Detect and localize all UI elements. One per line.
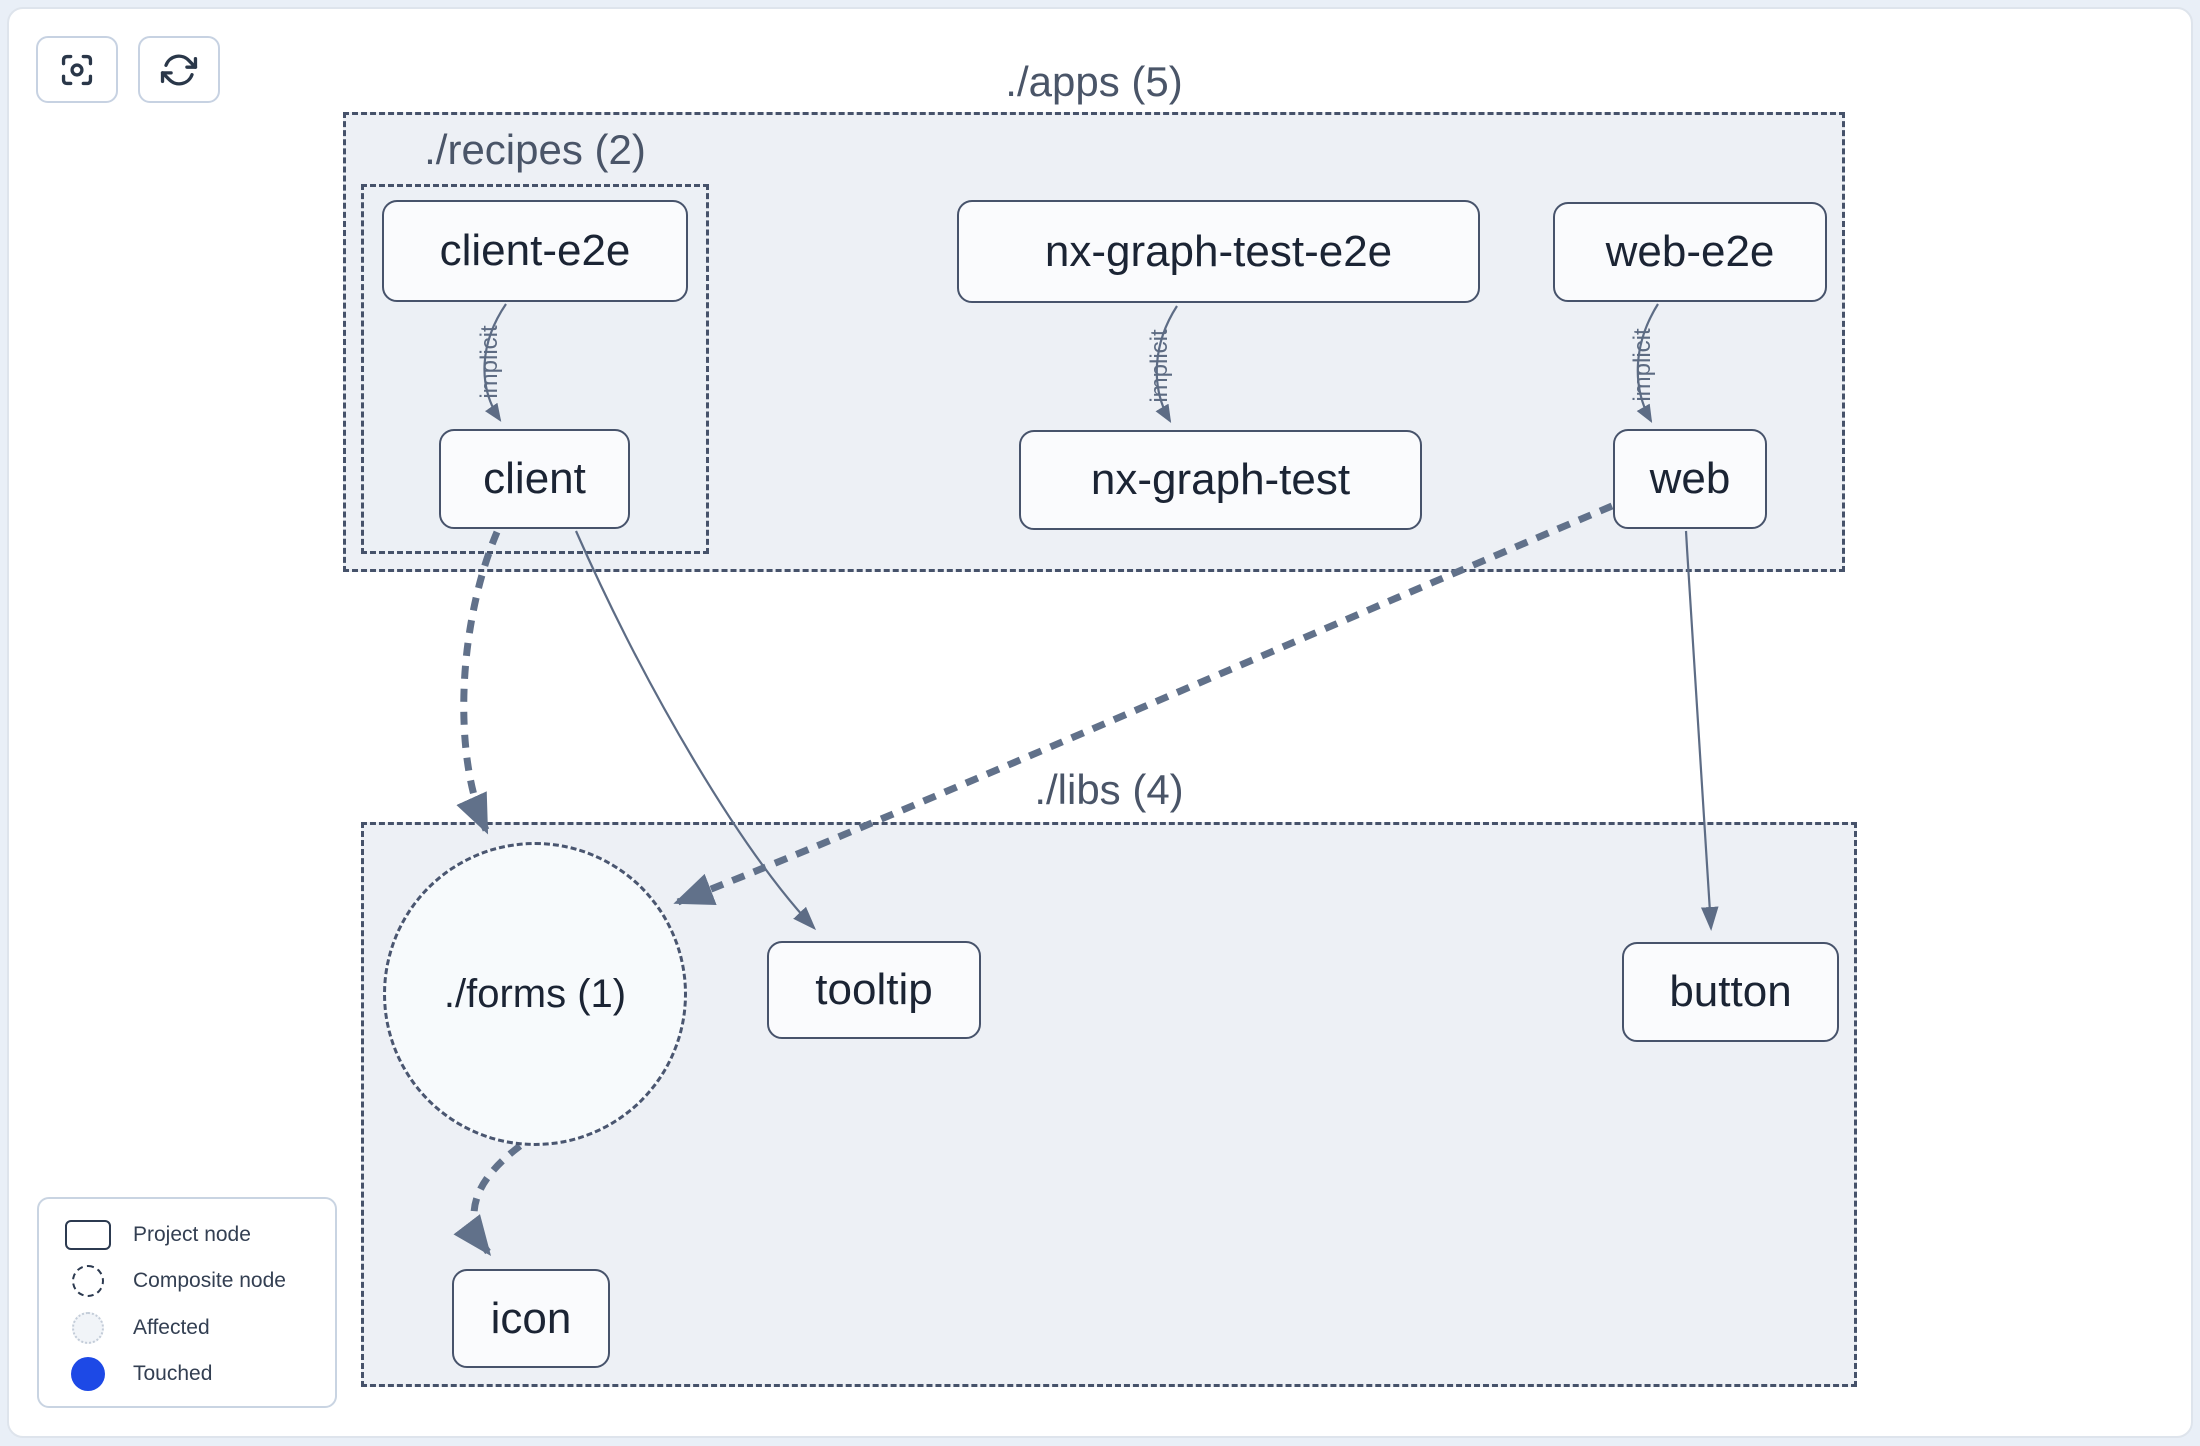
edge-label-implicit: implicit: [476, 325, 503, 399]
node-label: button: [1669, 967, 1792, 1016]
composite-node-forms[interactable]: ./forms (1): [383, 842, 687, 1146]
project-node-button[interactable]: button: [1622, 942, 1839, 1042]
cluster-libs-label: ./libs (4): [1034, 766, 1184, 813]
legend-item-project-node: Project node: [65, 1213, 335, 1257]
node-label: nx-graph-test: [1090, 455, 1351, 504]
project-node-web-e2e[interactable]: web-e2e: [1553, 202, 1827, 302]
legend-item-affected: Affected: [65, 1306, 335, 1350]
legend-label: Affected: [133, 1315, 210, 1339]
edge-label-implicit: implicit: [1146, 329, 1173, 403]
project-node-swatch-icon: [65, 1220, 111, 1250]
affected-swatch-icon: [72, 1311, 104, 1344]
project-node-client-e2e[interactable]: client-e2e: [382, 200, 688, 302]
legend-item-touched: Touched: [65, 1352, 335, 1396]
node-label: icon: [490, 1293, 572, 1343]
graph-legend: Project node Composite node Affected Tou…: [37, 1197, 337, 1408]
project-node-web[interactable]: web: [1613, 429, 1767, 529]
touched-swatch-icon: [71, 1356, 105, 1391]
swatch-wrap: [65, 1356, 111, 1391]
graph-toolbar: [36, 36, 220, 103]
legend-label: Composite node: [133, 1269, 286, 1293]
node-label: tooltip: [815, 965, 933, 1014]
node-label: nx-graph-test-e2e: [1044, 226, 1393, 276]
refresh-graph-button[interactable]: [138, 36, 220, 103]
edge-label-implicit: implicit: [1629, 328, 1656, 402]
legend-label: Project node: [133, 1223, 251, 1246]
project-node-nx-graph-test-e2e[interactable]: nx-graph-test-e2e: [957, 200, 1480, 303]
swatch-wrap: [65, 1265, 111, 1298]
node-label: web: [1649, 454, 1731, 503]
project-node-tooltip[interactable]: tooltip: [767, 941, 981, 1039]
node-label: client-e2e: [439, 226, 631, 275]
cluster-apps-label: ./apps (5): [1005, 58, 1183, 105]
project-node-nx-graph-test[interactable]: nx-graph-test: [1019, 430, 1422, 530]
swatch-wrap: [65, 1311, 111, 1344]
node-label: web-e2e: [1605, 227, 1775, 276]
cluster-recipes-label: ./recipes (2): [424, 126, 646, 173]
legend-item-composite-node: Composite node: [65, 1259, 335, 1303]
legend-label: Touched: [133, 1361, 213, 1385]
focus-icon: [61, 54, 93, 85]
composite-node-label: ./forms (1): [443, 971, 627, 1016]
composite-node-swatch-icon: [72, 1265, 104, 1298]
project-node-icon[interactable]: icon: [452, 1269, 610, 1368]
focus-graph-button[interactable]: [36, 36, 118, 103]
refresh-icon: [160, 54, 198, 85]
project-node-client[interactable]: client: [439, 429, 630, 529]
node-label: client: [483, 454, 586, 503]
